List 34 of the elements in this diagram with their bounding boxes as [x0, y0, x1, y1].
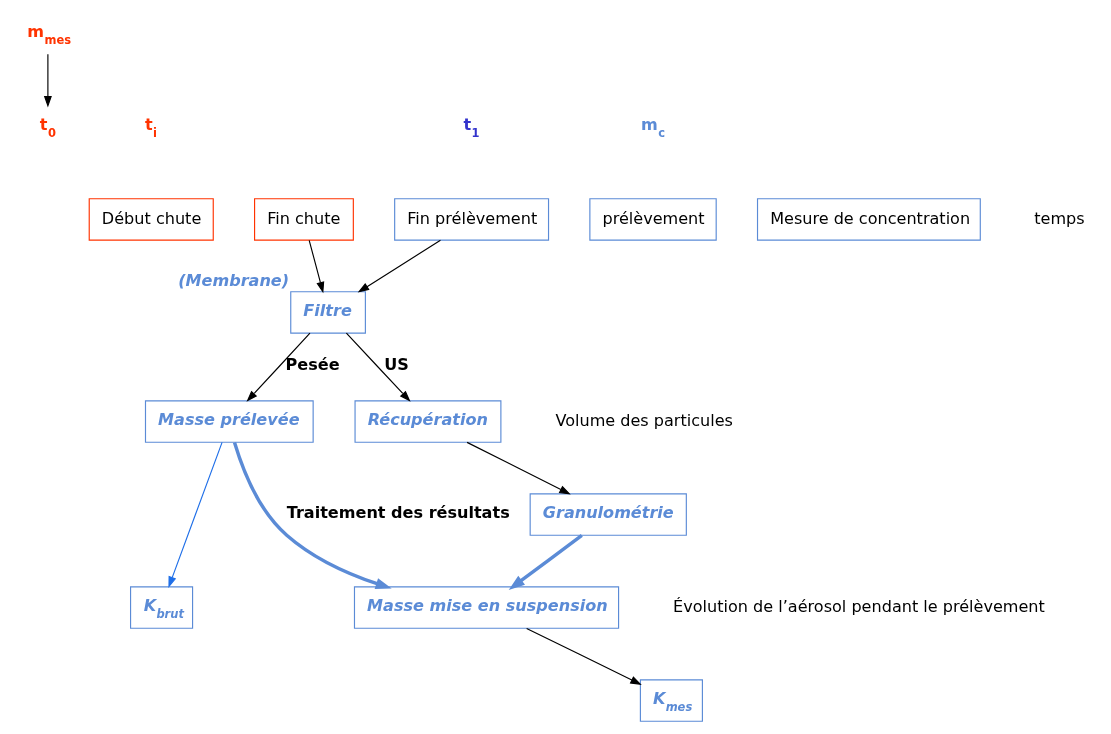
node-text: t$_{0}$ — [39, 114, 56, 140]
arrow — [345, 332, 411, 402]
edge-label: Pesée — [285, 355, 340, 375]
arrow — [232, 442, 392, 589]
label: t$_{i}$ — [144, 114, 157, 140]
arrow — [43, 53, 52, 108]
node-label: (Membrane) — [177, 271, 289, 291]
arrow — [245, 332, 311, 402]
label: m$_{c}$ — [640, 114, 665, 140]
arrow — [466, 441, 571, 495]
arrow — [508, 534, 583, 590]
arrow — [525, 627, 642, 685]
edge-label: Traitement des résultats — [286, 502, 510, 522]
node-box: K$_{brut}$ — [129, 586, 193, 629]
label: Évolution de l’aérosol pendant le prélèvement — [672, 596, 1045, 616]
label: temps — [1033, 208, 1085, 228]
node-box: Mesure de concentration — [756, 198, 981, 241]
node-box: K$_{mes}$ — [639, 679, 703, 722]
node-text: m$_{mes}$ — [26, 21, 71, 47]
arrow — [308, 239, 324, 294]
node-box: Filtre — [289, 291, 366, 334]
arrow — [167, 441, 223, 588]
node-box: prélèvement — [588, 198, 717, 241]
node-box: Fin prélèvement — [393, 198, 549, 241]
node-box: Masse prélevée — [144, 400, 314, 443]
edge-label: US — [383, 355, 409, 375]
node-box: Masse mise en suspension — [353, 586, 619, 629]
label: t$_{1}$ — [463, 114, 480, 140]
arrow — [357, 239, 441, 293]
node-box: Granulométrie — [529, 493, 687, 536]
node-box: Fin chute — [253, 198, 354, 241]
node-box: Récupération — [353, 400, 501, 443]
label: Volume des particules — [554, 410, 733, 430]
node-box: Début chute — [88, 198, 214, 241]
